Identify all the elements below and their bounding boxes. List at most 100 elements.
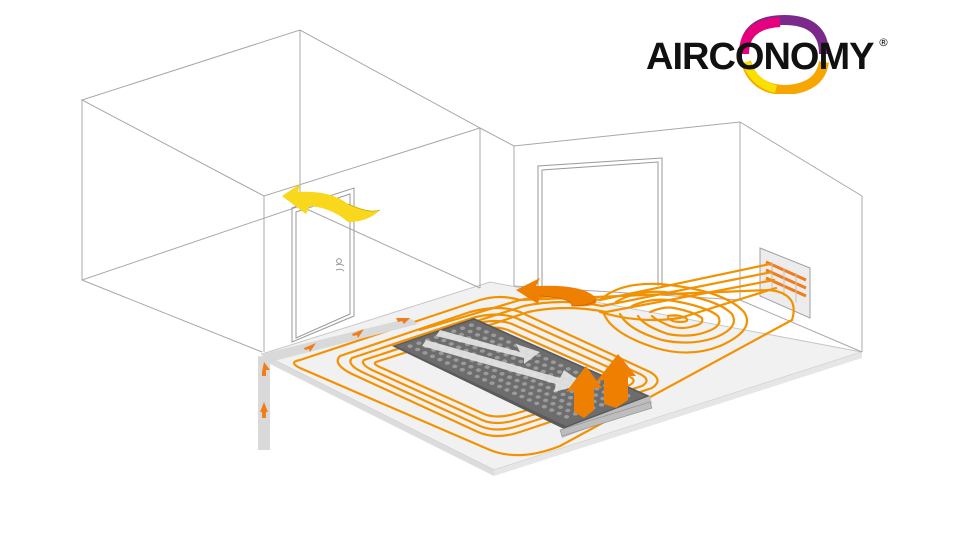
- flow-arrow-icon: [396, 318, 410, 324]
- module-dimple: [513, 385, 519, 389]
- module-dimple: [567, 395, 574, 400]
- module-dimple: [525, 363, 532, 367]
- manifold-panel: [759, 247, 811, 319]
- flow-arrow-icon: [596, 354, 636, 408]
- module-dimple: [468, 364, 474, 369]
- module-dimple: [558, 363, 564, 368]
- module-dimple: [566, 402, 572, 406]
- module-dimple: [549, 366, 555, 371]
- module-dimple: [482, 336, 488, 341]
- right-room-doorway: [537, 157, 663, 292]
- module-dimple: [458, 332, 464, 337]
- module-dimple: [494, 355, 500, 360]
- module-dimple: [497, 384, 503, 389]
- module-dimple: [475, 368, 482, 372]
- module-dimple: [459, 367, 465, 372]
- module-dimple: [543, 398, 549, 403]
- flow-arrow-icon: [260, 402, 268, 418]
- module-dimple: [482, 378, 488, 382]
- flow-arrow-icon: [352, 329, 364, 338]
- module-dimple: [560, 392, 566, 397]
- module-dimple: [504, 388, 510, 392]
- module-dimple: [437, 357, 443, 362]
- module-dimple: [519, 394, 525, 399]
- flow-arrow-icon: [262, 362, 270, 376]
- module-dimple: [557, 405, 564, 409]
- module-dimple: [564, 415, 570, 419]
- module-dimple: [422, 351, 428, 355]
- module-dimple: [498, 378, 504, 383]
- module-dimple: [534, 360, 540, 364]
- module-dimple: [514, 378, 520, 383]
- module-dimple: [467, 371, 473, 375]
- module-dimple: [573, 370, 579, 375]
- module-dimple: [556, 411, 562, 416]
- module-dimple: [543, 357, 549, 361]
- module-dimple: [565, 408, 571, 413]
- module-dimple: [477, 361, 483, 366]
- module-dimple: [446, 354, 452, 359]
- module-dimple: [451, 329, 457, 334]
- registered-mark: ®: [878, 36, 889, 49]
- module-dimple: [511, 391, 518, 396]
- module-dimple: [526, 398, 533, 402]
- module-dimple: [541, 404, 547, 409]
- module-dimple: [483, 371, 489, 376]
- flow-arrow-icon: [304, 343, 316, 352]
- module-dimple: [489, 381, 495, 386]
- module-dimple: [474, 374, 480, 379]
- logo-ring-icon: [739, 14, 829, 94]
- module-dimple: [499, 372, 505, 376]
- module-dimple: [542, 363, 548, 368]
- module-dimple: [492, 368, 498, 373]
- module-dimple: [565, 367, 571, 371]
- module-dimple: [544, 392, 550, 396]
- module-dimple: [523, 375, 529, 380]
- module-dimple: [467, 329, 473, 334]
- module-dimple: [530, 379, 536, 383]
- module-dimple: [506, 340, 512, 344]
- module-dimple: [407, 344, 413, 349]
- airconomy-logo: AIRCONOMY ®: [640, 14, 890, 94]
- module-dimple: [472, 345, 478, 350]
- module-dimple: [415, 347, 421, 352]
- module-dimple: [592, 393, 599, 397]
- module-dimple: [489, 339, 495, 344]
- module-dimple: [460, 326, 466, 331]
- module-dimple: [444, 361, 450, 365]
- module-dimple: [520, 388, 526, 393]
- module-dimple: [518, 359, 524, 364]
- module-dimple: [456, 345, 462, 350]
- module-dimple: [550, 401, 556, 406]
- module-dimple: [550, 360, 557, 365]
- fresh-air-arrow: [282, 184, 381, 222]
- module-dimple: [559, 398, 565, 403]
- module-dimple: [505, 381, 511, 386]
- module-dimple: [497, 343, 503, 347]
- module-dimple: [476, 326, 482, 331]
- module-dimple: [521, 382, 528, 386]
- logo-wordmark: AIRCONOMY: [646, 36, 874, 78]
- module-dimple: [441, 338, 447, 343]
- module-dimple: [540, 369, 546, 374]
- module-dimple: [487, 352, 493, 357]
- module-dimple: [468, 323, 474, 328]
- module-dimple: [484, 365, 490, 369]
- module-dimple: [461, 361, 467, 366]
- module-dimple: [556, 370, 563, 374]
- room-air-flow-arrow: [516, 278, 597, 307]
- module-dimple: [490, 375, 496, 379]
- module-dimple: [535, 395, 541, 399]
- module-dimple: [510, 356, 517, 360]
- module-dimple: [479, 349, 485, 353]
- module-dimple: [535, 353, 542, 358]
- module-dimple: [474, 333, 481, 337]
- module-dimple: [448, 342, 454, 346]
- module-dimple: [533, 366, 539, 371]
- module-dimple: [536, 388, 543, 393]
- module-dimple: [438, 351, 444, 356]
- module-dimple: [538, 382, 544, 387]
- module-flow-arrows: [422, 330, 584, 392]
- door-handle-icon: [335, 258, 345, 272]
